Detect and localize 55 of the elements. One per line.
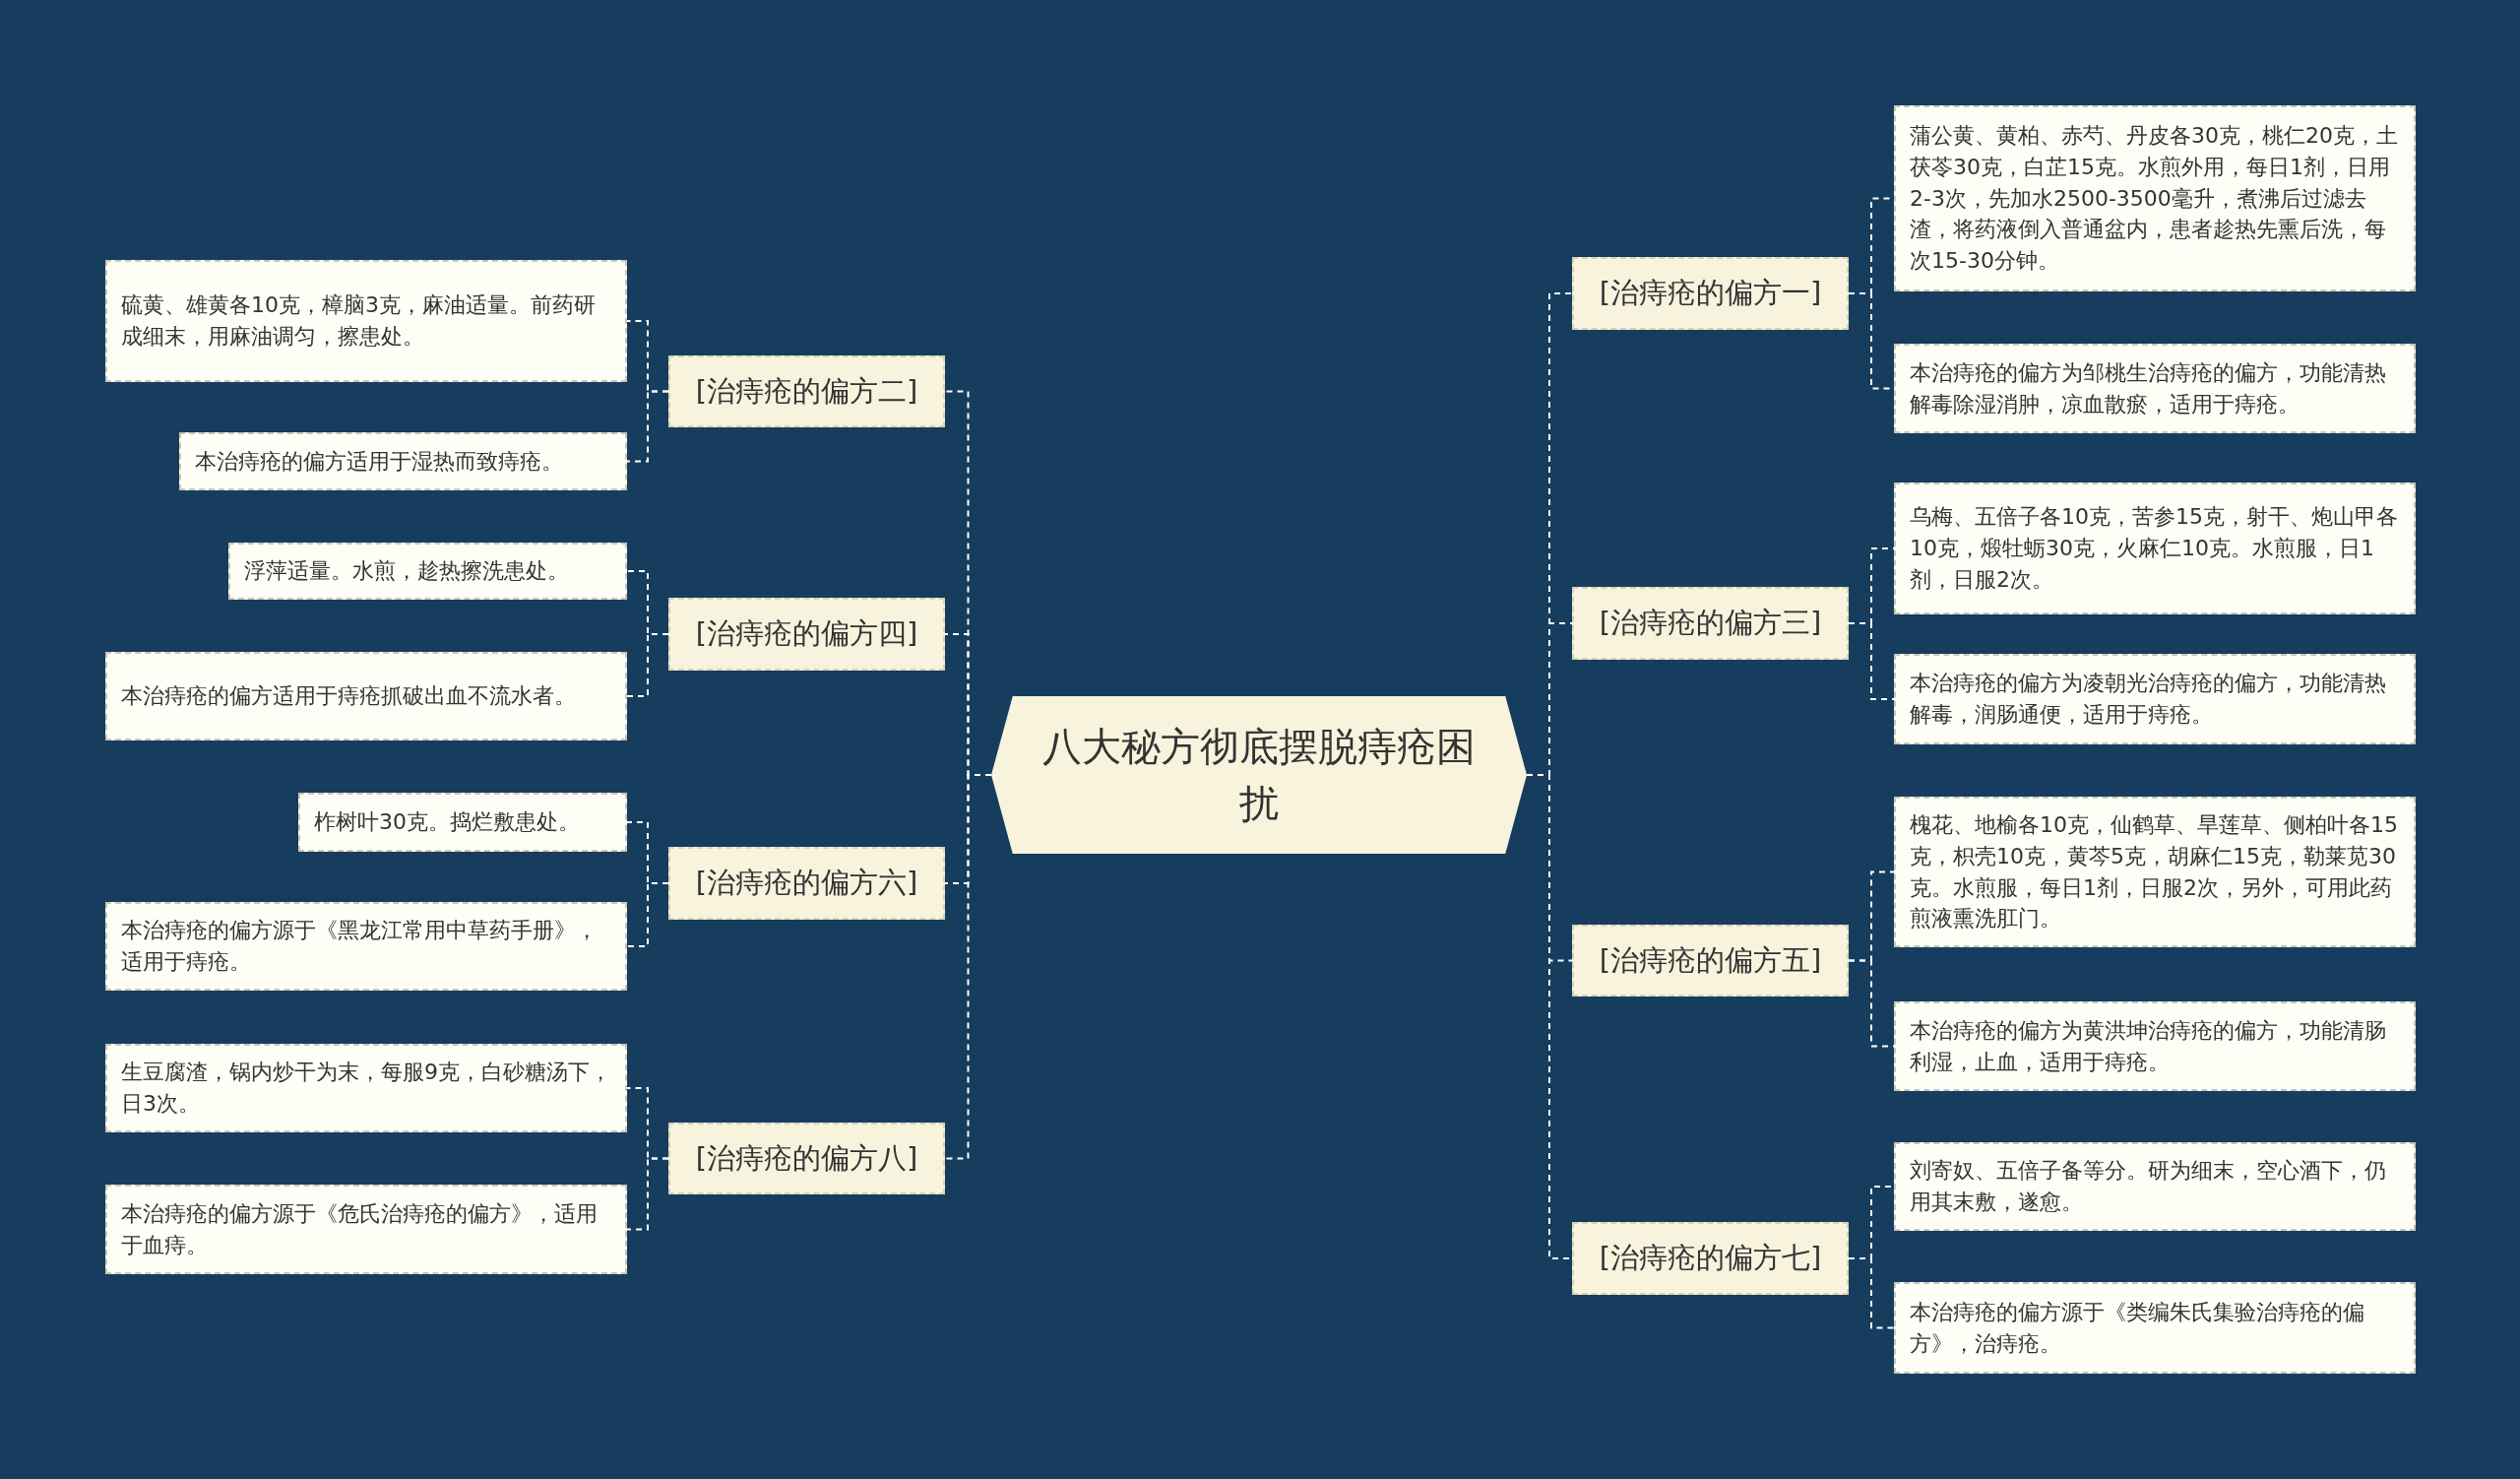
node-text: 蒲公黄、黄柏、赤芍、丹皮各30克，桃仁20克，土茯苓30克，白芷15克。水煎外用，每日1剂，日用2-3次，先加水2500-3500毫升，煮沸后过滤去渣，将药液倒入普通盆内，患者趁热先熏后洗，每次15-30分钟。 xyxy=(1910,121,2399,276)
node-text: 本治痔疮的偏方源于《危氏治痔疮的偏方》，适用于血痔。 xyxy=(121,1199,598,1259)
node-text: 刘寄奴、五倍子备等分。研为细末，空心酒下，仍用其末敷，遂愈。 xyxy=(1910,1157,2387,1216)
branch-box xyxy=(1572,257,1849,330)
node-text: 乌梅、五倍子各10克，苦参15克，射干、炮山甲各10克，煅牡蛎30克，火麻仁10克。水煎服，日1剂，日服2次。 xyxy=(1910,503,2399,594)
node-text: [治痔疮的偏方一] xyxy=(1599,275,1822,311)
note-box xyxy=(105,652,627,740)
node-text: [治痔疮的偏方七] xyxy=(1599,1240,1822,1276)
node-text: 本治痔疮的偏方适用于痔疮抓破出血不流水者。 xyxy=(121,682,576,711)
node-text: [治痔疮的偏方二] xyxy=(695,372,918,410)
branch-box xyxy=(1572,925,1849,997)
note-box xyxy=(228,543,627,600)
note-box xyxy=(1894,482,2416,614)
connector-line xyxy=(626,1157,669,1231)
connector-line xyxy=(626,882,669,947)
node-text: 本治痔疮的偏方为黄洪坤治痔疮的偏方，功能清肠利湿，止血，适用于痔疮。 xyxy=(1910,1016,2387,1076)
note-box xyxy=(1894,1282,2416,1374)
branch-box xyxy=(668,1123,945,1194)
branch-box xyxy=(668,847,945,920)
node-text: [治痔疮的偏方四] xyxy=(695,615,918,652)
node-text: 本治痔疮的偏方为凌朝光治痔疮的偏方，功能清热解毒，润肠通便，适用于痔疮。 xyxy=(1910,670,2387,729)
node-text: [治痔疮的偏方八] xyxy=(695,1139,918,1177)
node-text: 浮萍适量。水煎，趁热擦洗患处。 xyxy=(244,557,569,586)
node-text: [治痔疮的偏方五] xyxy=(1599,941,1822,979)
node-text: 八大秘方彻底摆脱痔疮困扰 xyxy=(1041,723,1477,828)
connector-line xyxy=(626,633,669,697)
note-box xyxy=(179,432,627,490)
branch-box xyxy=(668,355,945,427)
note-box xyxy=(105,1044,627,1132)
node-text: 硫黄、雄黄各10克，樟脑3克，麻油适量。前药研成细末，用麻油调匀，擦患处。 xyxy=(121,291,597,351)
note-box xyxy=(105,902,627,991)
node-text: 柞树叶30克。捣烂敷患处。 xyxy=(314,808,580,837)
note-box xyxy=(105,260,627,382)
branch-box xyxy=(1572,587,1849,660)
connector-line xyxy=(1848,1257,1895,1329)
note-box xyxy=(105,1185,627,1274)
node-text: 本治痔疮的偏方源于《类编朱氏集验治痔疮的偏方》，治痔疮。 xyxy=(1910,1298,2365,1358)
node-text: 本治痔疮的偏方为邹桃生治痔疮的偏方，功能清热解毒除湿消肿，凉血散瘀，适用于痔疮。 xyxy=(1910,358,2387,418)
note-box xyxy=(1894,105,2416,291)
node-text: [治痔疮的偏方三] xyxy=(1599,605,1822,641)
branch-box xyxy=(1572,1222,1849,1295)
node-text: 本治痔疮的偏方源于《黑龙江常用中草药手册》，适用于痔疮。 xyxy=(121,917,598,976)
node-text: 本治痔疮的偏方适用于湿热而致痔疮。 xyxy=(195,447,563,476)
note-box xyxy=(1894,344,2416,433)
connector-line xyxy=(626,390,669,463)
note-box xyxy=(298,793,627,852)
note-box xyxy=(1894,797,2416,947)
node-text: 槐花、地榆各10克，仙鹤草、旱莲草、侧柏叶各15克，枳壳10克，黄芩5克，胡麻仁15克，勒莱苋30克。水煎服，每日1剂，日服2次，另外，可用此药煎液熏洗肛门。 xyxy=(1910,810,2399,933)
node-text: 生豆腐渣，锅内炒干为末，每服9克，白砂糖汤下，日3次。 xyxy=(121,1059,611,1118)
node-text: [治痔疮的偏方六] xyxy=(695,865,918,901)
note-box xyxy=(1894,1142,2416,1231)
note-box xyxy=(1894,654,2416,744)
branch-box xyxy=(668,598,945,671)
note-box xyxy=(1894,1001,2416,1091)
connector-line xyxy=(1848,622,1895,700)
